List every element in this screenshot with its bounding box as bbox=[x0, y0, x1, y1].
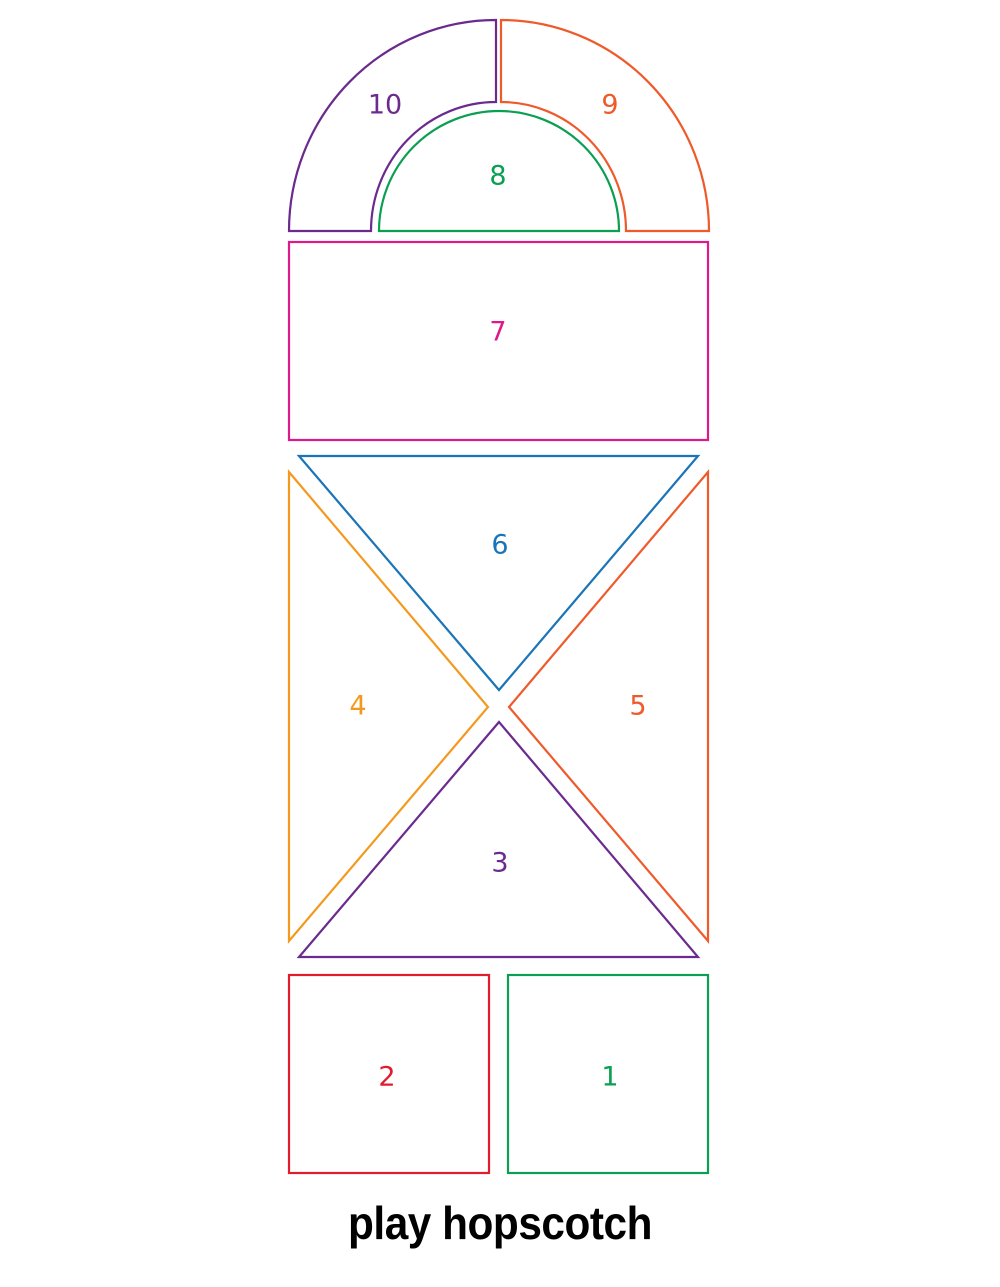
cell-8-semicircle bbox=[377, 109, 621, 233]
cell-2: 2 bbox=[287, 973, 491, 1175]
cell-6: 6 bbox=[296, 454, 701, 692]
cell-2-number: 2 bbox=[378, 1062, 395, 1093]
cell-1-number: 1 bbox=[601, 1062, 618, 1093]
cell-10-number: 10 bbox=[368, 90, 402, 121]
cell-9: 9 bbox=[499, 18, 711, 233]
cell-7-rectangle bbox=[287, 240, 710, 442]
cell-8: 8 bbox=[377, 109, 621, 233]
cell-5: 5 bbox=[507, 468, 710, 944]
cell-1: 1 bbox=[506, 973, 710, 1175]
cell-4: 4 bbox=[287, 468, 490, 944]
cell-10-quarter-ring bbox=[287, 18, 498, 233]
cell-8-number: 8 bbox=[489, 161, 506, 192]
cell-10: 10 bbox=[287, 18, 498, 233]
cell-3: 3 bbox=[296, 720, 701, 959]
cell-3-triangle bbox=[296, 720, 701, 959]
cell-6-triangle bbox=[296, 454, 701, 692]
cell-7: 7 bbox=[287, 240, 710, 442]
cell-3-number: 3 bbox=[491, 848, 508, 879]
cell-1-square bbox=[506, 973, 710, 1175]
cell-9-quarter-ring bbox=[499, 18, 711, 233]
caption: play hopscotch bbox=[348, 1197, 652, 1249]
cell-6-number: 6 bbox=[491, 530, 508, 561]
cell-7-number: 7 bbox=[489, 317, 506, 348]
cell-9-number: 9 bbox=[601, 90, 618, 121]
cell-2-square bbox=[287, 973, 491, 1175]
cell-4-number: 4 bbox=[349, 691, 366, 722]
cell-4-triangle bbox=[287, 468, 490, 944]
cell-5-number: 5 bbox=[629, 691, 646, 722]
cell-5-triangle bbox=[507, 468, 710, 944]
